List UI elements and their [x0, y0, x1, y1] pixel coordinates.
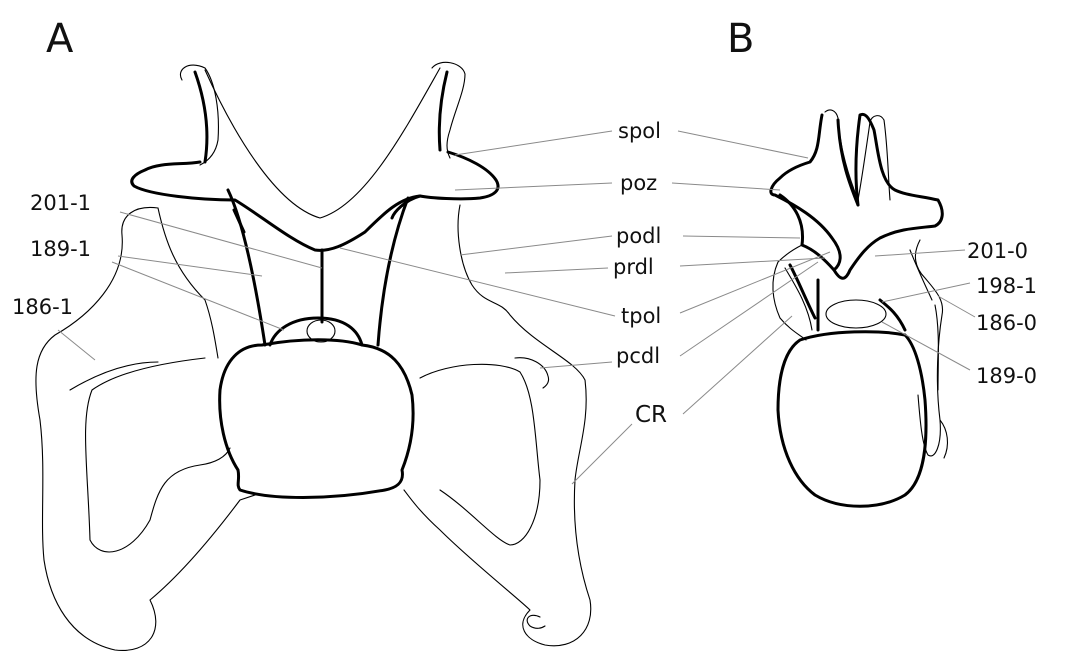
b-right-lamina: [880, 300, 905, 330]
label-tpol: tpol: [621, 304, 661, 328]
panel-label-a: A: [46, 16, 74, 62]
leader-lines: [58, 131, 975, 484]
label-186-0: 186-0: [976, 311, 1037, 335]
leader-201-1: [120, 212, 322, 268]
b-posterior-ridge: [910, 250, 932, 300]
label-poz: poz: [620, 171, 657, 195]
label-198-1: 198-1: [976, 274, 1037, 298]
left-ridge-186-1: [70, 362, 158, 390]
left-spine-lamina: [195, 72, 207, 162]
right-postzygapophysis: [392, 152, 498, 218]
right-spine-outline: [432, 62, 465, 158]
left-tpol-lamina: [228, 190, 265, 345]
character-labels-a: 201-1 189-1 186-1: [12, 191, 91, 319]
label-201-0: 201-0: [967, 239, 1028, 263]
right-fossa-outline: [420, 364, 540, 545]
panel-label-b: B: [727, 16, 754, 62]
leader-spol-a: [455, 131, 612, 155]
leader-poz-a: [455, 183, 612, 190]
centrum-face-a: [220, 340, 413, 498]
panel-a-drawing: [36, 62, 591, 650]
label-189-1: 189-1: [30, 237, 91, 261]
left-spine-outline: [180, 65, 218, 165]
label-186-1: 186-1: [12, 295, 73, 319]
label-201-1: 201-1: [30, 191, 91, 215]
leader-podl-a: [460, 236, 612, 255]
b-neural-foramen: [826, 300, 886, 328]
leader-cr-b: [683, 316, 792, 414]
right-spine-lamina: [439, 72, 447, 150]
label-podl: podl: [616, 224, 661, 248]
left-postzygapophysis: [132, 162, 420, 250]
character-labels-b: 201-0 198-1 186-0 189-0: [967, 239, 1037, 388]
leader-prdl-a: [505, 268, 608, 273]
b-tail-detail: [940, 420, 947, 458]
right-tpol-lamina: [378, 198, 408, 345]
left-fossa-outline: [86, 358, 230, 552]
left-transverse-process-outline: [36, 207, 258, 650]
leader-201-0: [875, 250, 965, 256]
leader-pcdl-a: [540, 362, 612, 368]
centrum-lateral-b: [778, 332, 926, 507]
right-notch-detail: [527, 615, 545, 628]
leader-189-0: [882, 322, 970, 370]
label-prdl: prdl: [613, 255, 654, 279]
leader-podl-b: [683, 236, 800, 238]
center-labels: spol poz podl prdl tpol pcdl CR: [613, 119, 667, 428]
b-cr-ridge: [785, 268, 812, 330]
leader-poz-b: [672, 183, 780, 190]
leader-186-1: [58, 330, 95, 360]
panel-b-drawing: [771, 110, 948, 506]
neural-spine-v: [205, 68, 440, 218]
leader-186-0: [938, 296, 975, 317]
label-spol: spol: [618, 119, 661, 143]
leader-spol-b: [678, 131, 808, 158]
label-189-0: 189-0: [976, 364, 1037, 388]
label-cr: CR: [635, 402, 667, 428]
left-podl-edge: [234, 210, 244, 232]
panel-letters: A B: [46, 16, 754, 62]
leader-prdl-b: [680, 258, 825, 266]
label-pcdl: pcdl: [616, 344, 660, 368]
leader-cr-a: [572, 424, 632, 484]
